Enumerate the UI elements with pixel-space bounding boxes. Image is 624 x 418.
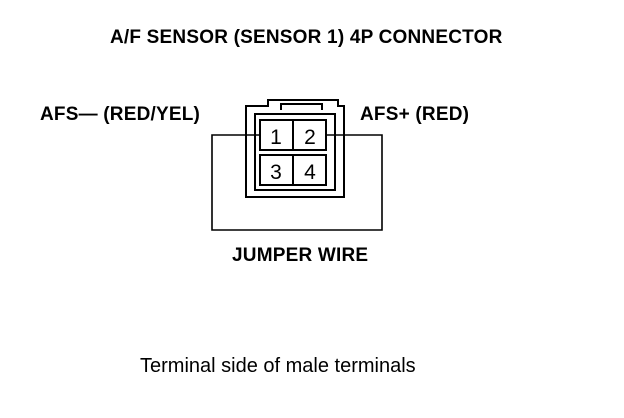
terminal-number-1: 1 [270,126,282,149]
terminal-number-3: 3 [270,161,282,184]
jumper-wire [211,134,383,231]
connector-latch [280,103,323,110]
jumper-wire-label: JUMPER WIRE [232,245,369,266]
terminal-number-4: 4 [304,161,316,184]
terminal-cell-4 [292,154,327,186]
connector-housing [245,99,345,198]
diagram-title: A/F SENSOR (SENSOR 1) 4P CONNECTOR [110,27,503,48]
diagram-caption: Terminal side of male terminals [140,355,416,377]
afs-positive-label: AFS+ (RED) [360,104,470,125]
terminal-number-2: 2 [304,126,316,149]
afs-negative-label: AFS— (RED/YEL) [40,104,201,125]
connector-cavity [254,113,336,191]
